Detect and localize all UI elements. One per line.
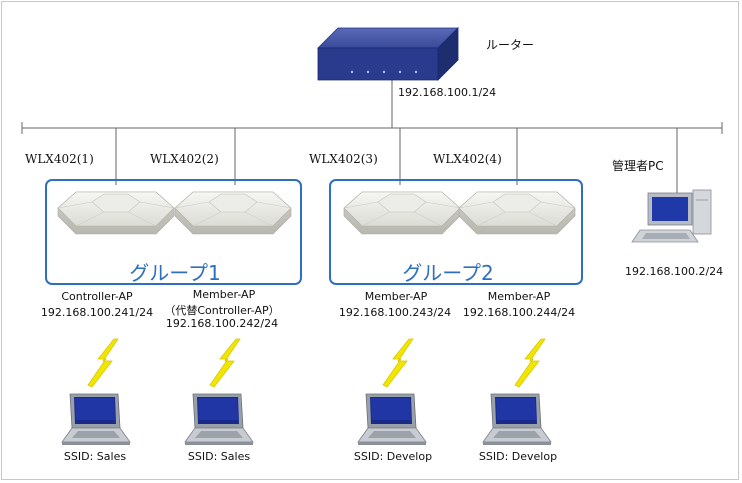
ap2-name: WLX402(2) (150, 152, 219, 166)
laptop-icon (61, 393, 131, 446)
group2-box (329, 179, 583, 285)
router-label: ルーター (486, 38, 535, 52)
ap4-role: Member-AP (487, 290, 551, 303)
laptop-icon (357, 393, 427, 446)
group2-label: グループ2 (402, 261, 494, 285)
wireless-bolt-icon (514, 338, 546, 388)
ap3-role: Member-AP (364, 290, 428, 303)
admin-pc-ip: 192.168.100.2/24 (625, 265, 724, 278)
wireless-bolt-icon (87, 338, 119, 388)
client4-ssid: SSID: Develop (478, 450, 558, 463)
client1-ssid: SSID: Sales (63, 450, 127, 463)
ap1-name: WLX402(1) (25, 152, 94, 166)
ap3-name: WLX402(3) (309, 152, 378, 166)
laptop-icon (482, 393, 552, 446)
ap2-role-sub: （代替Controller-AP） (164, 304, 280, 317)
client2-ssid: SSID: Sales (187, 450, 251, 463)
router-icon (317, 27, 459, 81)
admin-pc-icon (631, 189, 712, 243)
admin-pc-label: 管理者PC (612, 159, 664, 173)
router-ip: 192.168.100.1/24 (398, 86, 497, 99)
group1-label: グループ1 (129, 261, 221, 285)
ap4-name: WLX402(4) (433, 152, 502, 166)
ap1-icon (57, 191, 175, 235)
ap2-icon (174, 191, 292, 235)
ap4-ip: 192.168.100.244/24 (462, 306, 576, 319)
ap1-role: Controller-AP (61, 290, 133, 303)
ap3-ip: 192.168.100.243/24 (338, 306, 452, 319)
wireless-bolt-icon (209, 338, 241, 388)
ap3-icon (343, 191, 461, 235)
group1-box (45, 179, 302, 285)
ap2-ip: 192.168.100.242/24 (165, 317, 279, 330)
ap1-ip: 192.168.100.241/24 (40, 306, 154, 319)
client3-ssid: SSID: Develop (353, 450, 433, 463)
ap4-icon (458, 191, 576, 235)
wireless-bolt-icon (382, 338, 414, 388)
laptop-icon (184, 393, 254, 446)
ap2-role: Member-AP (192, 288, 256, 301)
